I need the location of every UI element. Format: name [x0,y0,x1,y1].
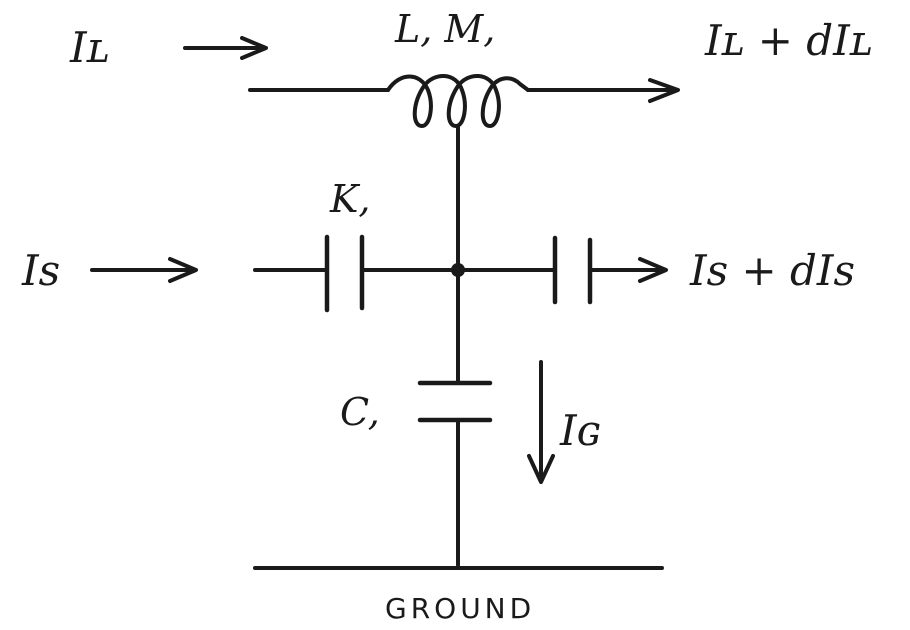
stream-current-out-label: Is + dIs [689,246,855,295]
top-wire-arrow [648,78,680,103]
middle-wire-arrow [638,257,668,283]
line-current-in-label: Iʟ [69,23,109,72]
shunt-capacitor-label: C, [340,390,380,434]
line-current-in-arrow-head [240,36,268,60]
line-current-out-label: Iʟ + dIʟ [704,16,873,65]
stream-current-in-arrow-head [168,257,198,283]
inductor-label: L, M, [394,7,495,51]
ground-label: GROUND [385,592,535,625]
series-capacitor-label: K, [329,177,370,221]
inductor-coil [386,74,530,128]
ground-current-arrow-head [527,454,555,484]
ground-current-label: Iɢ [559,406,601,455]
stream-current-in-label: Is [21,246,60,295]
